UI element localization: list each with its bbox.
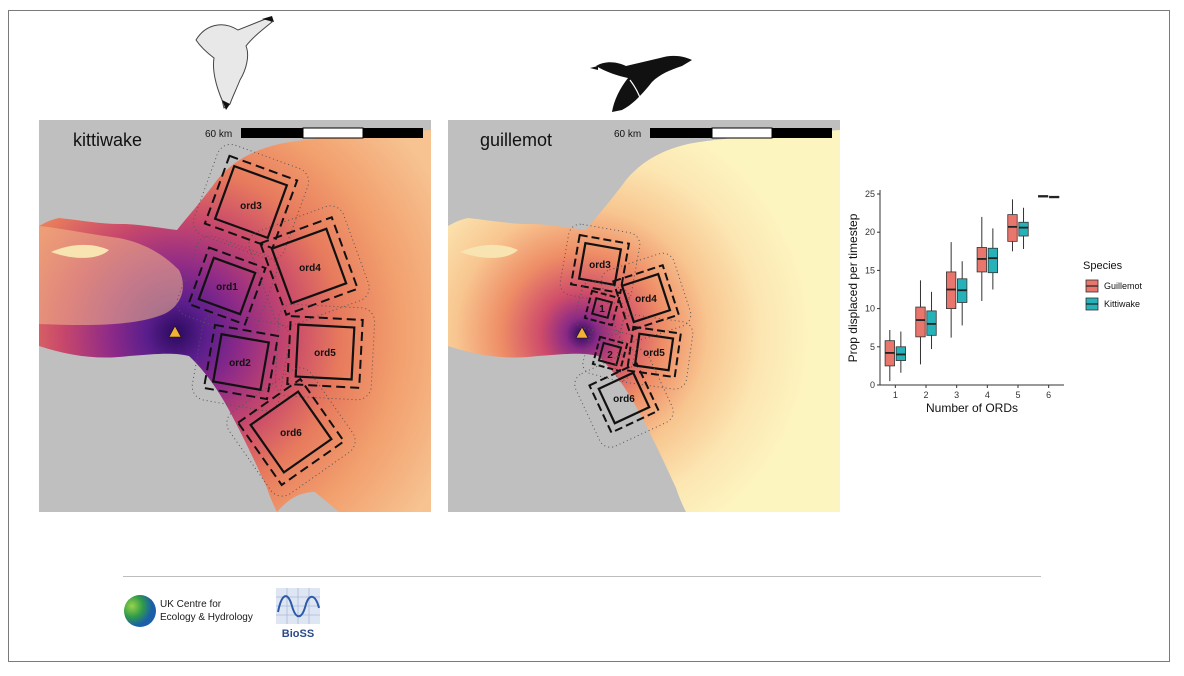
ukceh-logo: UK Centre for Ecology & Hydrology — [124, 595, 253, 627]
box-kittiwake-1 — [895, 331, 906, 373]
legend-label: Guillemot — [1104, 281, 1143, 291]
ord-label: ord5 — [643, 348, 665, 359]
ord-label: ord3 — [240, 201, 262, 212]
x-tick-label: 3 — [954, 390, 959, 400]
kittiwake-map: ord3 ord1 ord4 ord2 ord5 ord6 60 km kitt… — [39, 120, 431, 512]
x-axis-title: Number of ORDs — [926, 401, 1018, 415]
box-guillemot-6 — [1038, 195, 1049, 198]
y-axis-title: Prop displaced per timestep — [846, 213, 860, 362]
y-ticks: 0 5 10 15 20 25 — [865, 189, 880, 390]
footer-divider — [123, 576, 1041, 577]
ord-label: ord1 — [216, 282, 238, 293]
x-ticks: 1 2 3 4 5 6 — [893, 385, 1051, 400]
box-kittiwake-2 — [926, 291, 937, 350]
y-tick-label: 5 — [870, 342, 875, 352]
ord-label: ord5 — [314, 348, 336, 359]
box-kittiwake-6 — [1049, 195, 1060, 199]
box — [1018, 221, 1029, 237]
ord-label: ord6 — [280, 428, 302, 439]
box-kittiwake-3 — [957, 261, 968, 326]
y-tick-label: 25 — [865, 189, 875, 199]
y-tick-label: 20 — [865, 227, 875, 237]
scale-label: 60 km — [205, 129, 232, 140]
map-title: kittiwake — [73, 130, 142, 150]
ord-label: ord2 — [229, 358, 251, 369]
y-tick-label: 0 — [870, 380, 875, 390]
scale-label: 60 km — [614, 129, 641, 140]
x-tick-label: 6 — [1046, 390, 1051, 400]
slide-frame — [8, 10, 1170, 662]
box — [915, 306, 926, 338]
ord-label: 2 — [607, 350, 613, 361]
bioss-label: BioSS — [282, 628, 314, 640]
box-guillemot-3 — [946, 242, 957, 338]
box-guillemot-4 — [976, 216, 987, 301]
x-tick-label: 4 — [985, 390, 990, 400]
ord-label: ord6 — [613, 394, 635, 405]
boxplot-chart: 0 5 10 15 20 25 1 2 3 4 5 6 Number of ORDs Prop di… — [846, 189, 1143, 415]
ord-label: 1 — [599, 304, 605, 315]
x-tick-label: 5 — [1015, 390, 1020, 400]
x-tick-label: 2 — [923, 390, 928, 400]
colony-marker — [168, 325, 182, 338]
box — [1007, 214, 1018, 242]
ord-label: ord4 — [299, 263, 321, 274]
x-tick-label: 1 — [893, 390, 898, 400]
ord-label: ord4 — [635, 294, 657, 305]
ukceh-line2: Ecology & Hydrology — [160, 612, 253, 623]
y-tick-label: 10 — [865, 304, 875, 314]
plot-area — [884, 195, 1060, 382]
y-tick-label: 15 — [865, 265, 875, 275]
colony-marker — [575, 326, 589, 339]
box-kittiwake-5 — [1018, 207, 1029, 250]
box-kittiwake-4 — [987, 228, 998, 290]
bioss-grid-icon — [276, 588, 320, 624]
box-guillemot-5 — [1007, 199, 1018, 252]
box-guillemot-2 — [915, 280, 926, 365]
legend-label: Kittiwake — [1104, 299, 1140, 309]
bioss-logo: BioSS — [276, 588, 320, 640]
scale-bar — [241, 127, 423, 139]
ukceh-line1: UK Centre for — [160, 599, 222, 610]
legend-title: Species — [1083, 260, 1123, 272]
globe-icon — [124, 595, 156, 627]
scale-bar — [650, 127, 832, 139]
box — [987, 247, 998, 274]
map-title: guillemot — [480, 130, 552, 150]
box-guillemot-1 — [884, 329, 895, 382]
guillemot-map: ord3 1 ord4 2 ord5 ord6 60 km guillemot — [448, 120, 840, 512]
ord-label: ord3 — [589, 260, 611, 271]
